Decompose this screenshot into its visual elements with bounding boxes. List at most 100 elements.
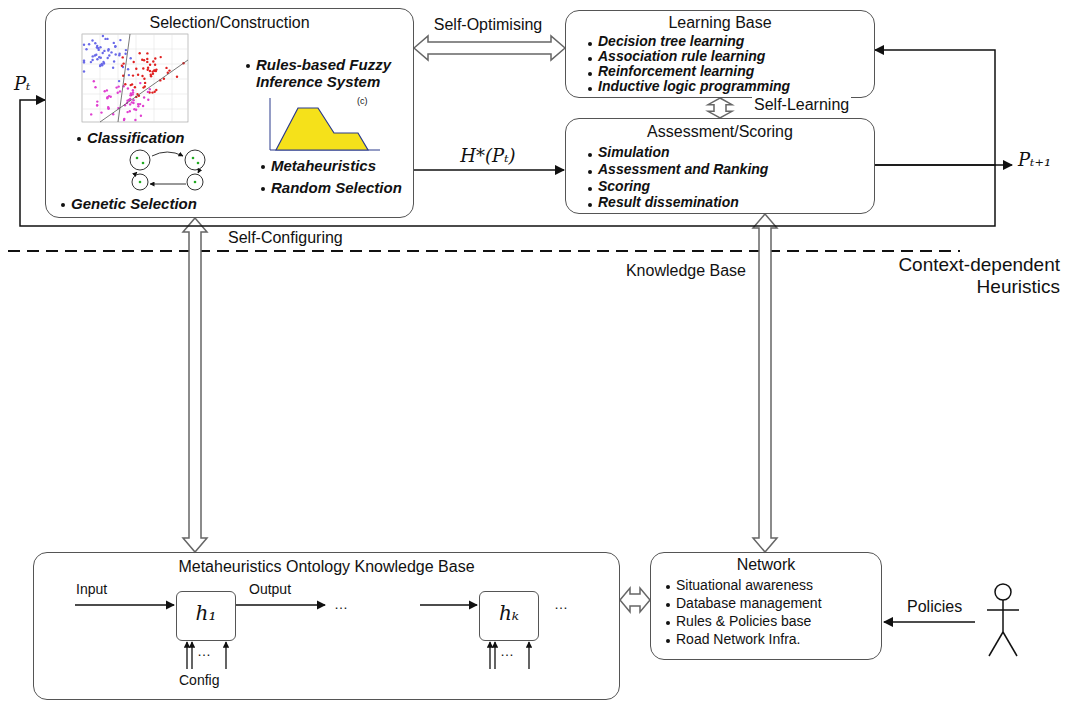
- data-point: [139, 82, 141, 84]
- data-point: [99, 46, 101, 48]
- learning-box: Learning BaseDecision tree learningAssoc…: [565, 10, 875, 98]
- data-point: [102, 35, 104, 37]
- data-point: [93, 80, 95, 82]
- data-point: [139, 103, 141, 105]
- edge-label: Self-Learning: [752, 96, 851, 114]
- chart-axis: [270, 98, 271, 150]
- config-arrow: [186, 642, 187, 669]
- data-point: [132, 89, 134, 91]
- data-point: [134, 119, 136, 121]
- data-point: [96, 104, 98, 106]
- data-point: [131, 101, 133, 103]
- bullet: [666, 621, 670, 625]
- box-title: Learning Base: [668, 14, 771, 32]
- data-point: [122, 62, 124, 64]
- edge-label: Self-Configuring: [226, 229, 345, 247]
- double-arrow: [708, 98, 732, 118]
- box-text: Road Network Infra.: [676, 631, 801, 647]
- data-point: [94, 42, 96, 44]
- data-point: [133, 108, 135, 110]
- bullet: [666, 603, 670, 607]
- data-point: [103, 50, 105, 52]
- data-point: [141, 75, 143, 77]
- data-point: [168, 69, 170, 71]
- data-point: [149, 70, 151, 72]
- cycle-circle: [132, 174, 148, 190]
- flow-arrow: [20, 100, 995, 226]
- person-arms: [987, 609, 1019, 611]
- output-arrow: [236, 604, 325, 605]
- state-label: Pₜ₊₁: [1016, 150, 1053, 171]
- box-text: Reinforcement learning: [598, 64, 754, 79]
- bullet: [588, 87, 592, 91]
- chart-tag: (c): [355, 96, 370, 106]
- data-point: [98, 56, 100, 58]
- data-point: [149, 64, 151, 66]
- box-title: Selection/Construction: [149, 14, 309, 32]
- data-point: [151, 91, 153, 93]
- data-point: [83, 70, 85, 72]
- box-text: Database management: [676, 595, 822, 611]
- data-point: [146, 58, 148, 60]
- data-point: [112, 67, 114, 69]
- box-text: Inductive logic programming: [598, 79, 790, 94]
- box-text: Config: [179, 672, 219, 688]
- double-arrow: [414, 36, 565, 60]
- data-point: [143, 96, 145, 98]
- box-text: Random Selection: [271, 179, 402, 196]
- data-point: [165, 67, 167, 69]
- data-point: [153, 69, 155, 71]
- bullet: [588, 72, 592, 76]
- data-point: [137, 105, 139, 107]
- data-point: [118, 80, 120, 82]
- data-point: [146, 61, 148, 63]
- input-arrow: [420, 604, 477, 605]
- data-point: [108, 54, 110, 56]
- person-body: [1002, 600, 1004, 632]
- box-text: Decision tree learning: [598, 34, 744, 49]
- data-point: [99, 65, 101, 67]
- data-point: [160, 56, 162, 58]
- data-point: [104, 90, 106, 92]
- box-text: Simulation: [598, 145, 670, 160]
- bullet: [588, 203, 592, 207]
- divider-line: [8, 250, 960, 252]
- box-text: …: [197, 643, 211, 659]
- data-point: [96, 46, 98, 48]
- data-point: [115, 86, 117, 88]
- data-point: [90, 61, 92, 63]
- box-text: Output: [249, 581, 291, 597]
- data-point: [119, 39, 121, 41]
- data-point: [106, 89, 108, 91]
- cycle-dot: [197, 162, 200, 165]
- box-text: Association rule learning: [598, 49, 765, 64]
- cycle-arrow: [150, 184, 186, 185]
- box-text: Assessment and Ranking: [598, 162, 768, 177]
- cycle-circle: [187, 174, 203, 190]
- data-point: [83, 60, 85, 62]
- data-point: [150, 74, 152, 76]
- data-point: [108, 95, 110, 97]
- data-point: [96, 58, 98, 60]
- box-text: Input: [76, 581, 107, 597]
- genetic-cycle: [130, 150, 205, 190]
- data-point: [113, 42, 115, 44]
- bullet: [588, 57, 592, 61]
- data-point: [83, 44, 85, 46]
- data-point: [135, 68, 137, 70]
- data-point: [144, 85, 146, 87]
- box-text: Rules & Policies base: [676, 613, 811, 629]
- bullet: [588, 153, 592, 157]
- data-point: [129, 103, 131, 105]
- grid-line: [82, 109, 188, 110]
- ontology-box: Metaheuristics Ontology Knowledge BaseIn…: [33, 552, 620, 700]
- config-arrow: [489, 642, 490, 669]
- data-point: [102, 52, 104, 54]
- cycle-circle: [185, 150, 205, 170]
- data-point: [119, 90, 121, 92]
- data-point: [124, 53, 126, 55]
- data-point: [115, 53, 117, 55]
- box-title: hₖ: [499, 602, 519, 625]
- data-point: [132, 93, 134, 95]
